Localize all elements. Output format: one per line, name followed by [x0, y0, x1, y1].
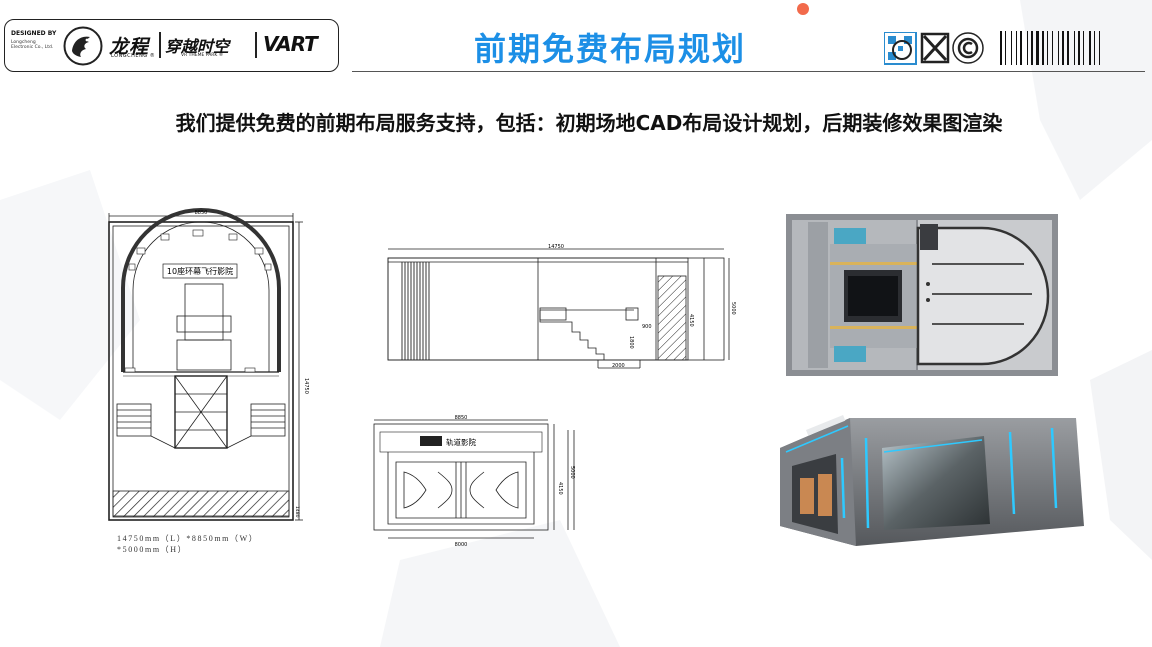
dimensions-line-1: 14750mm（L）*8850mm（W） — [117, 534, 259, 543]
section-drawing: 14750 5000 4150 900 1800 2000 — [384, 242, 739, 372]
front-elevation-drawing: 8850 8000 4150 5000 轨道影院 — [368, 414, 588, 549]
copyright-icon — [952, 32, 984, 64]
section-h1-label: 4150 — [688, 314, 694, 327]
brand-longcheng-en: LONGCHENG ® — [111, 53, 156, 59]
brand-separator — [159, 32, 161, 58]
page-title: 前期免费布局规划 — [473, 30, 746, 68]
exterior-3d-render — [780, 415, 1084, 546]
brand-longcheng-cn: 龙程 — [109, 36, 150, 58]
top-view-render — [786, 214, 1058, 376]
front-h1-label: 4150 — [557, 482, 563, 495]
front-h2-label: 5000 — [569, 466, 575, 479]
intro-subtitle: 我们提供免费的前期布局服务支持，包括：初期场地CAD布局设计规划，后期装修效果图… — [175, 111, 1003, 135]
brand-logo-box: DESIGNED BY Longcheng Electronic Co., Lt… — [4, 19, 339, 72]
designed-by-label: DESIGNED BY Longcheng Electronic Co., Lt… — [11, 30, 59, 50]
dimensions-line-2: *5000mm（H） — [117, 545, 188, 554]
brand-chuanyue-cn: 穿越时空 — [165, 37, 230, 56]
floor-length-label: 14750 — [303, 378, 309, 394]
section-h2-label: 900 — [642, 324, 652, 330]
title-underline — [352, 71, 1145, 72]
brand-chuanyue-en: VR THEME PARK ® — [181, 53, 224, 58]
company-small-text: Longcheng Electronic Co., Ltd. — [11, 40, 54, 50]
front-sign-text: 轨道影院 — [446, 437, 476, 447]
qr-badge-icon — [884, 32, 917, 65]
brand-vart: VART — [263, 32, 318, 56]
front-inner-width-label: 8000 — [455, 542, 468, 548]
section-base-label: 2000 — [612, 363, 625, 369]
certification-badges — [884, 32, 984, 65]
floor-inner-label: 1480 — [294, 506, 300, 518]
brand-separator — [255, 32, 257, 58]
room-name-label: 10座环幕飞行影院 — [167, 266, 233, 276]
section-height-label: 5000 — [730, 302, 736, 315]
crossed-box-icon — [920, 32, 950, 64]
barcode-icon — [1000, 31, 1100, 65]
dragon-logo-icon — [63, 26, 103, 66]
front-width-label: 8850 — [455, 415, 468, 421]
section-h3-label: 1800 — [628, 336, 634, 349]
dimensions-note: 14750mm（L）*8850mm（W） *5000mm（H） — [117, 533, 258, 555]
floor-plan-drawing: 8850 14750 1480 10座环幕飞行影院 — [105, 208, 320, 528]
section-length-label: 14750 — [548, 244, 564, 250]
floor-width-label: 8850 — [195, 210, 208, 216]
